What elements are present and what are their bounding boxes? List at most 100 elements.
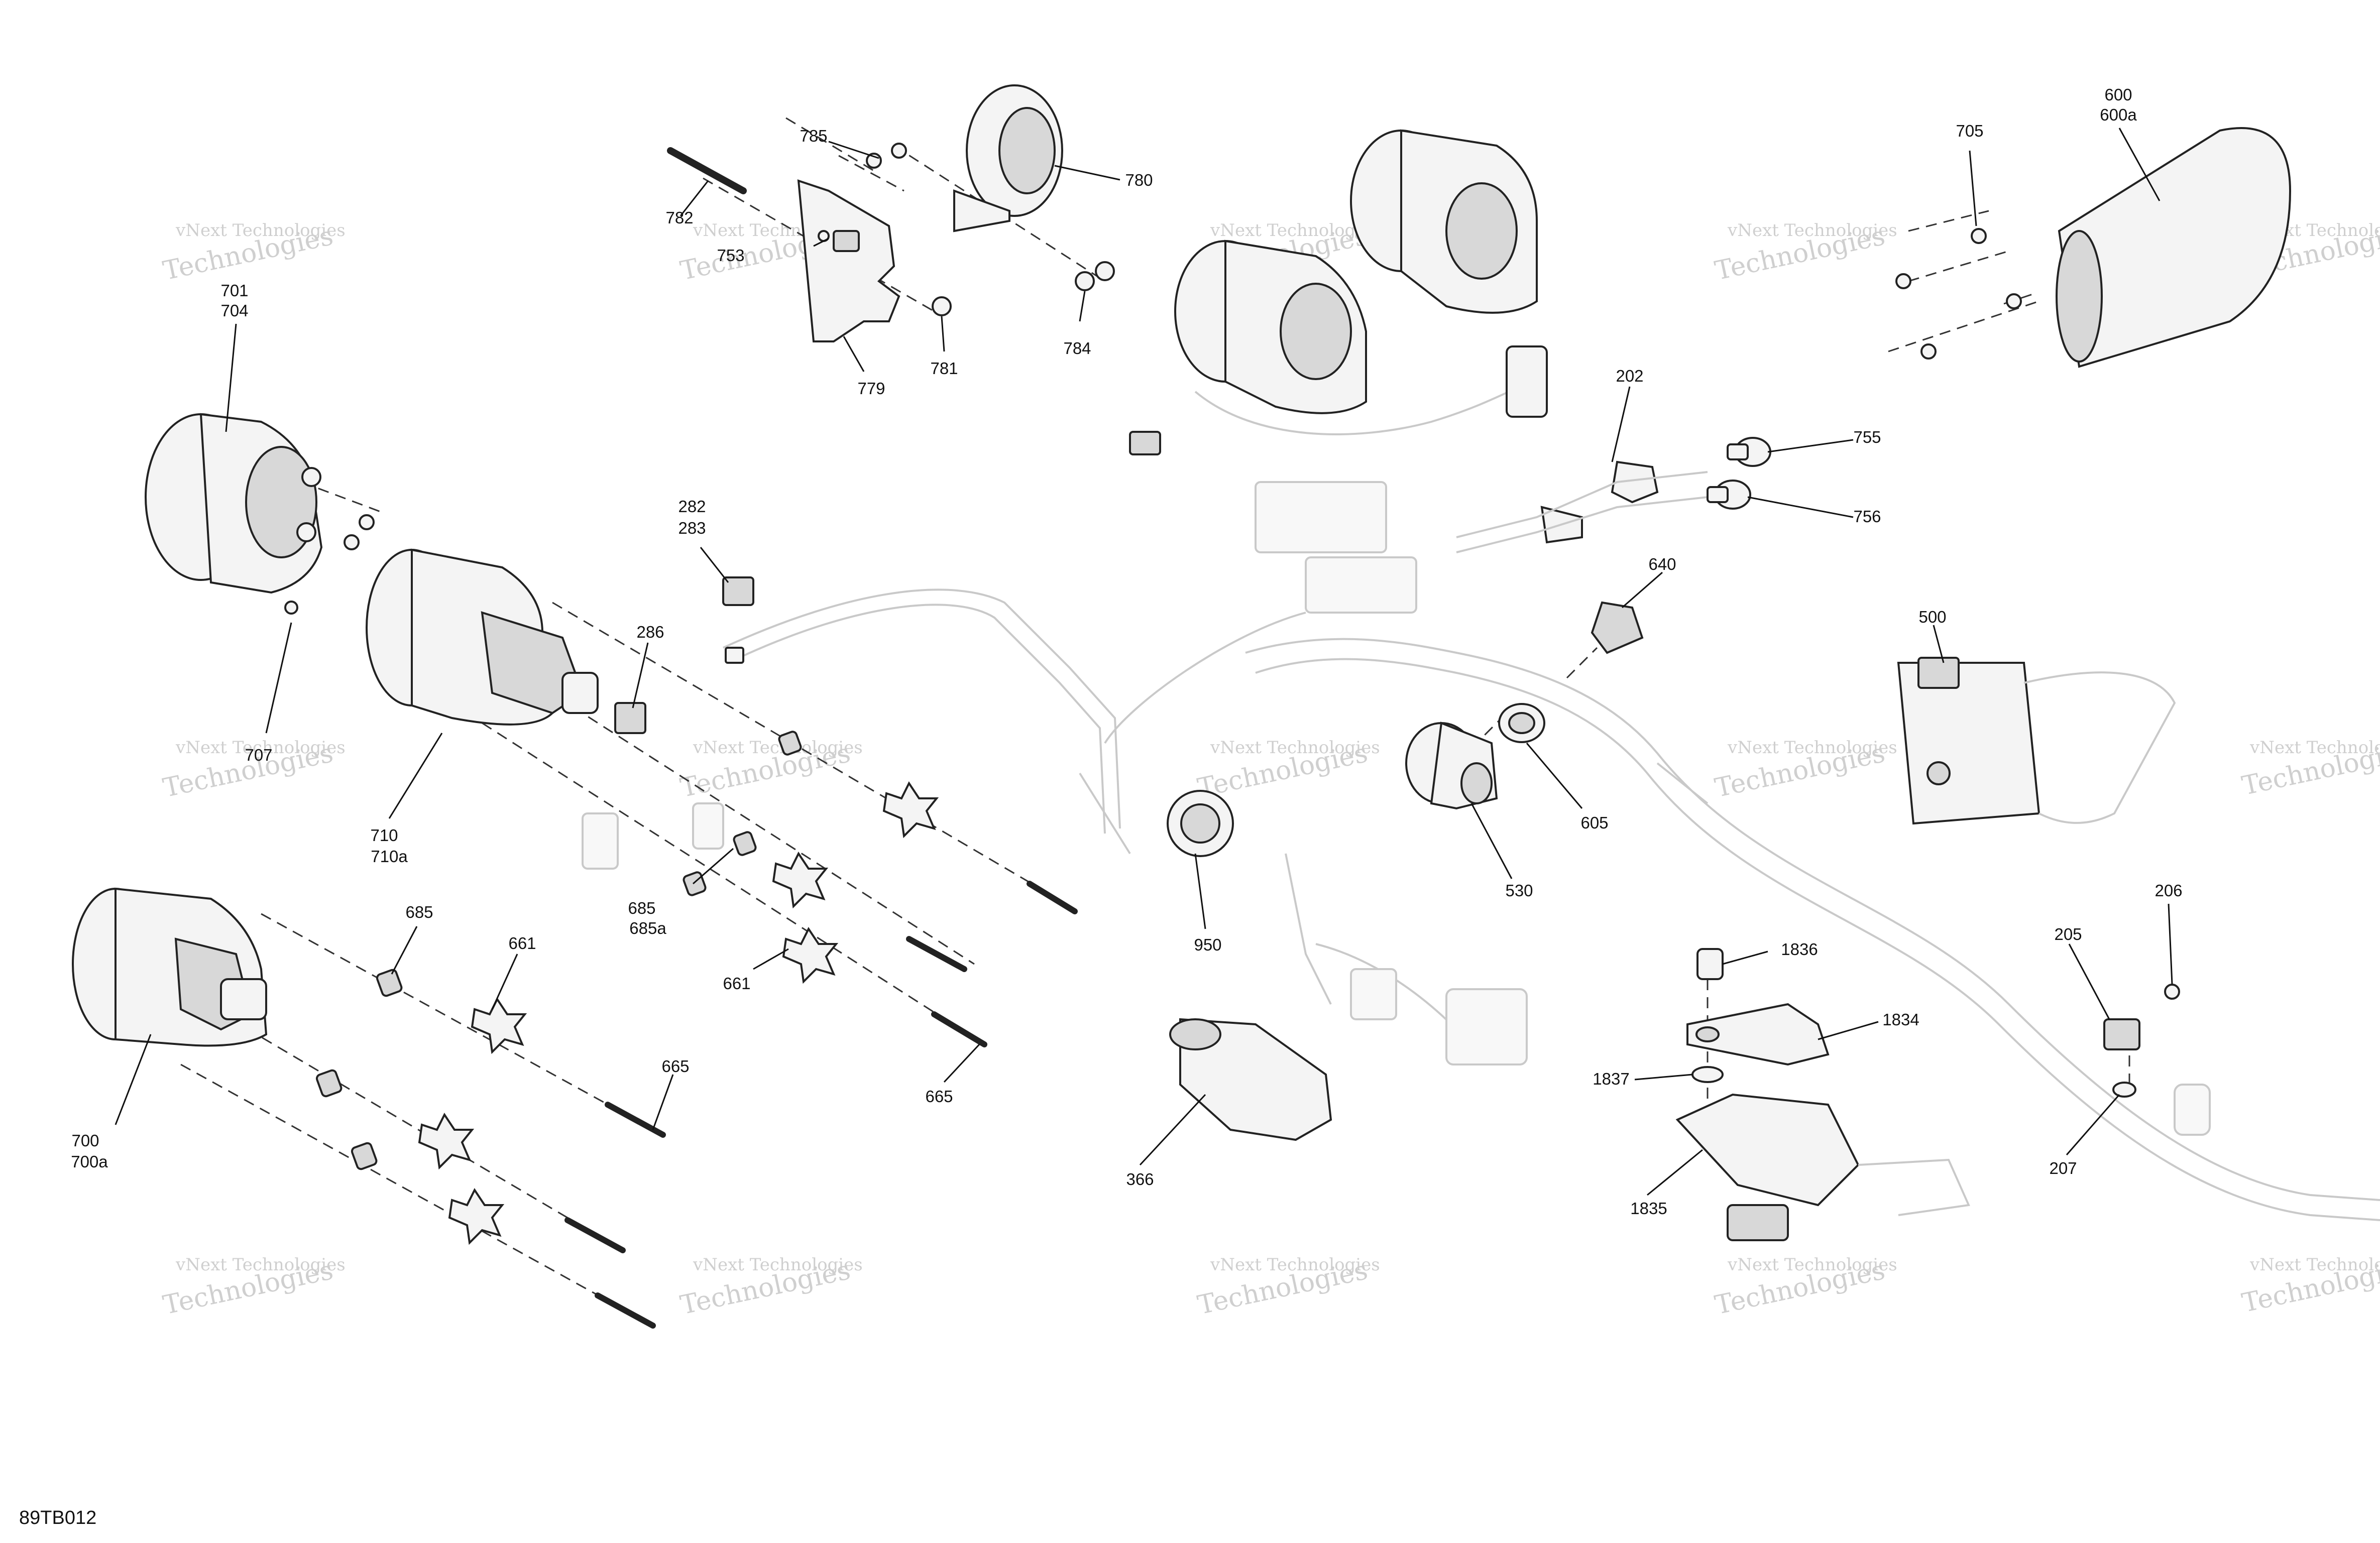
nut-781	[932, 296, 952, 316]
callout-600: 600	[2104, 85, 2132, 104]
watermark-line: vNext Technologies	[1727, 738, 1897, 758]
callout-500: 500	[1918, 608, 1946, 626]
callout-labels: 600 600a 705 701 704 707 710 710a 700 70…	[71, 85, 2182, 1218]
light-710	[366, 548, 754, 734]
watermark-line: vNext Technologies	[1210, 1255, 1380, 1275]
clip-282	[722, 576, 754, 606]
watermark-line: vNext Technologies	[175, 220, 346, 241]
callout-701: 701	[220, 281, 248, 300]
callout-950: 950	[1194, 935, 1221, 954]
watermark: vNext Technologies Technologies	[1195, 738, 1380, 803]
clip-205	[2103, 1018, 2140, 1050]
watermark-line: vNext Technologies	[1727, 220, 1897, 241]
bulb-756	[1707, 480, 1751, 510]
callout-206: 206	[2155, 881, 2182, 900]
callout-700: 700	[71, 1131, 99, 1150]
switch-640	[1591, 601, 1644, 654]
callout-707: 707	[245, 746, 272, 764]
callout-780: 780	[1125, 171, 1153, 189]
washer-1837	[1691, 1066, 1724, 1083]
callout-207: 207	[2049, 1159, 2077, 1177]
watermark-line: vNext Technologies	[2249, 1255, 2380, 1275]
bolt-785	[891, 143, 907, 159]
bulb-755	[1727, 437, 1771, 467]
harness-plug	[1506, 345, 1548, 418]
switch-530	[1405, 722, 1498, 810]
clip-283	[725, 647, 744, 664]
wiring-harness	[582, 381, 2380, 1221]
callout-710a: 710a	[371, 847, 408, 866]
callout-685a: 685a	[629, 919, 666, 937]
washer-207	[2112, 1082, 2136, 1098]
nut-784	[1095, 261, 1115, 281]
harness-connector	[582, 812, 619, 870]
watermark-line: vNext Technologies	[693, 1255, 863, 1275]
callout-782: 782	[665, 208, 693, 227]
pod-housing-701	[145, 413, 375, 615]
callout-600a: 600a	[2100, 105, 2137, 124]
watermark-line: vNext Technologies	[1210, 220, 1380, 241]
callout-755: 755	[1853, 428, 1881, 446]
callout-704: 704	[220, 301, 248, 320]
harness-connector-block	[1305, 556, 1417, 614]
bolt-782	[667, 147, 747, 194]
callout-665: 665	[661, 1057, 689, 1076]
springs-685	[315, 731, 802, 1170]
headlight-assembly-top	[1129, 129, 1548, 455]
callout-202: 202	[1616, 367, 1643, 385]
watermark: vNext Technologies Technologies	[2239, 1253, 2380, 1319]
watermark: vNext Technologies Technologies	[677, 1255, 862, 1321]
watermark: vNext Technologies Technologies	[1712, 738, 1897, 803]
callout-1837: 1837	[1593, 1070, 1629, 1088]
callout-700a: 700a	[71, 1152, 108, 1171]
bolts-665	[564, 881, 1078, 1329]
screw-705	[2006, 293, 2022, 309]
callout-705: 705	[1956, 122, 1983, 140]
watermark: vNext Technologies Technologies	[2239, 736, 2380, 801]
harness-connector	[1350, 968, 1397, 1020]
callout-756: 756	[1853, 507, 1881, 526]
harness-connector	[692, 802, 724, 850]
callout-785: 785	[800, 127, 827, 145]
callout-779: 779	[857, 379, 885, 398]
callout-661: 661	[723, 974, 750, 993]
screw-206	[2164, 984, 2180, 1000]
screw-707	[344, 534, 360, 550]
watermark-line: vNext Technologies	[1210, 738, 1380, 758]
callout-1836: 1836	[1781, 940, 1818, 959]
callout-605: 605	[1580, 813, 1608, 832]
callout-366: 366	[1126, 1170, 1154, 1189]
watermark: vNext Technologies Technologies	[160, 1255, 345, 1321]
light-700	[72, 887, 268, 1047]
callout-781: 781	[930, 359, 958, 378]
watermark-line: vNext Technologies	[175, 738, 346, 758]
small-clip	[1129, 431, 1161, 455]
harness-connector	[2174, 1084, 2211, 1136]
screw-705	[1895, 273, 1911, 289]
callout-286: 286	[636, 623, 664, 641]
watermark-line: vNext Technologies	[693, 738, 863, 758]
adjust-knobs-661	[418, 781, 939, 1245]
callout-753: 753	[717, 246, 744, 265]
horn-780	[953, 84, 1063, 232]
screw-705	[1920, 343, 1937, 360]
callout-530: 530	[1505, 881, 1533, 900]
switch-housing-500	[1897, 657, 2176, 825]
bracket-1834	[1686, 1003, 1830, 1066]
diagram-reference-code: 89TB012	[19, 1507, 96, 1528]
switch-1835	[1675, 1093, 1970, 1241]
bolt-1836	[1696, 948, 1724, 980]
callout-784: 784	[1063, 339, 1091, 358]
bezel-605	[1498, 703, 1545, 743]
screw-707	[359, 514, 375, 530]
leader-lines	[115, 128, 2173, 1196]
nut-784	[1075, 271, 1095, 291]
callout-661: 661	[508, 934, 536, 953]
power-socket-950	[1167, 790, 1234, 857]
horn-bracket-779	[667, 143, 1115, 342]
callout-710: 710	[370, 826, 398, 845]
callout-282: 282	[678, 497, 706, 516]
screw-707	[284, 601, 298, 615]
connector-286	[614, 702, 646, 734]
